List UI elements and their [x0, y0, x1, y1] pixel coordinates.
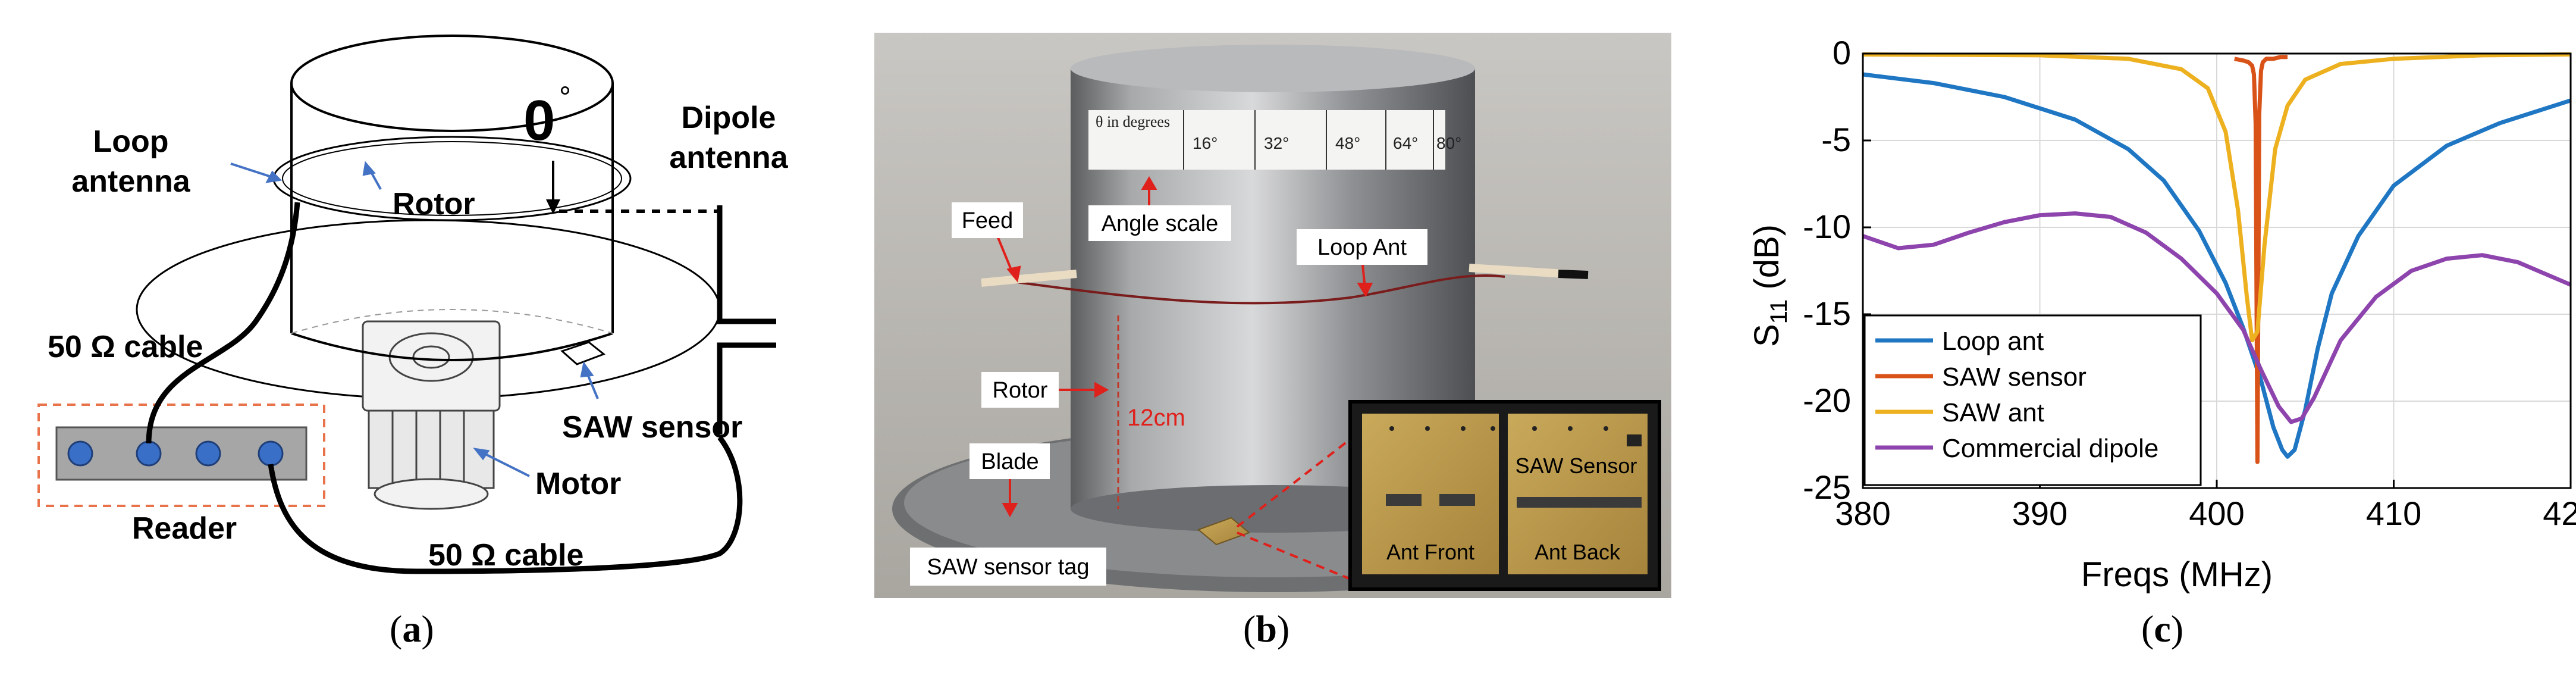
- y-tick-label: -15: [1803, 295, 1851, 332]
- reader-port: [136, 440, 162, 467]
- reader-port: [258, 440, 284, 467]
- saw-tag-photo: [1197, 517, 1250, 546]
- reader-port: [195, 440, 221, 467]
- legend-label-4: Commercial dipole: [1942, 434, 2158, 463]
- label-saw-sensor: SAW sensor: [562, 410, 742, 445]
- legend-label-2: SAW sensor: [1942, 362, 2086, 392]
- reader-dashed-box: [37, 404, 325, 507]
- label-ant-front: Ant Front: [1386, 540, 1474, 564]
- label-rotor-photo: Rotor: [993, 378, 1048, 403]
- label-height: 12cm: [1127, 405, 1185, 431]
- saw-sensor-chip: [560, 341, 605, 365]
- cable-to-loop: [146, 202, 300, 444]
- y-axis-label: S11 (dB): [1747, 224, 1792, 347]
- label-saw-sensor-inset: SAW Sensor: [1516, 454, 1637, 478]
- legend-label-3: SAW ant: [1942, 398, 2044, 427]
- x-tick-label: 400: [2189, 495, 2244, 532]
- label-saw-sensor-tag: SAW sensor tag: [927, 555, 1089, 580]
- chart-series: [1862, 52, 2572, 464]
- y-tick-label: -25: [1803, 468, 1851, 506]
- label-reader: Reader: [132, 511, 237, 546]
- scale-tick: 64°: [1393, 134, 1418, 152]
- legend-box: [1863, 314, 2202, 486]
- schematic-drawing: Loop antenna Rotor 0 ° Dipole antenna 50…: [37, 35, 789, 574]
- label-degree-mark: °: [559, 80, 571, 114]
- chart-ticks: 380 390 400 410 420 0 -5 -10 -15 -20 -25: [1803, 34, 2576, 532]
- label-dipole-antenna-1: Dipole: [682, 101, 776, 135]
- x-axis-label: Freqs (MHz): [2081, 555, 2273, 594]
- scale-tick: 32°: [1264, 134, 1289, 152]
- caption-c: (c): [2141, 608, 2184, 650]
- y-axis-label-sub: 11: [1766, 299, 1792, 324]
- label-angle-scale: Angle scale: [1102, 211, 1218, 236]
- antenna-inset: SAW Sensor Ant Front Ant Back: [1348, 400, 1661, 591]
- series-line-3: [1862, 52, 2571, 343]
- label-dipole-antenna-2: antenna: [669, 140, 788, 175]
- x-tick-label: 390: [2012, 495, 2067, 532]
- y-axis-label-unit: (dB): [1747, 224, 1786, 299]
- label-loop-ant: Loop Ant: [1317, 235, 1407, 260]
- scale-tick: 16°: [1193, 134, 1218, 152]
- label-motor: Motor: [535, 467, 621, 501]
- label-ant-back: Ant Back: [1535, 540, 1621, 564]
- motor-shape: [362, 320, 501, 510]
- y-tick-label: 0: [1833, 34, 1851, 71]
- panel-b-photo: θ in degrees 16° 32° 48° 64° 80° 12cm: [874, 33, 1671, 650]
- scale-tick: 80°: [1436, 134, 1461, 152]
- cable-to-dipole: [268, 436, 743, 574]
- label-zero-degree: 0: [523, 89, 555, 152]
- caption-b: (b): [1243, 608, 1290, 650]
- y-axis-label-main: S: [1747, 324, 1786, 347]
- legend-label-1: Loop ant: [1942, 327, 2044, 356]
- y-tick-label: -20: [1803, 381, 1851, 419]
- label-feed: Feed: [962, 208, 1014, 233]
- panel-a-schematic: Loop antenna Rotor 0 ° Dipole antenna 50…: [0, 0, 833, 685]
- label-cable-1: 50 Ω cable: [48, 330, 203, 364]
- scale-tick: 48°: [1335, 134, 1360, 152]
- label-loop-antenna-1: Loop: [93, 124, 168, 159]
- x-tick-label: 380: [1835, 495, 1890, 532]
- photo-illustration: θ in degrees 16° 32° 48° 64° 80° 12cm: [874, 33, 1671, 598]
- y-tick-label: -10: [1803, 208, 1851, 245]
- label-cable-2: 50 Ω cable: [428, 538, 583, 573]
- panel-c-chart: 380 390 400 410 420 0 -5 -10 -15 -20 -25 Freqs (MH…: [1725, 0, 2576, 685]
- label-rotor: Rotor: [393, 187, 475, 221]
- scale-header: θ in degrees: [1096, 113, 1170, 130]
- y-tick-label: -5: [1821, 121, 1851, 158]
- series-line-1: [1862, 72, 2572, 459]
- label-blade: Blade: [981, 449, 1038, 474]
- reader-port: [67, 440, 93, 467]
- dipole-antenna-shape: [717, 205, 776, 434]
- label-loop-antenna-2: antenna: [71, 164, 190, 199]
- loop-wire: [1011, 274, 1505, 305]
- series-line-4: [1862, 211, 2572, 424]
- series-line-2: [2234, 55, 2288, 464]
- x-tick-label: 410: [2366, 495, 2421, 532]
- caption-a: (a): [390, 608, 434, 650]
- s11-chart: 380 390 400 410 420 0 -5 -10 -15 -20 -25 Freqs (MH…: [1747, 34, 2576, 594]
- x-tick-label: 420: [2543, 495, 2576, 532]
